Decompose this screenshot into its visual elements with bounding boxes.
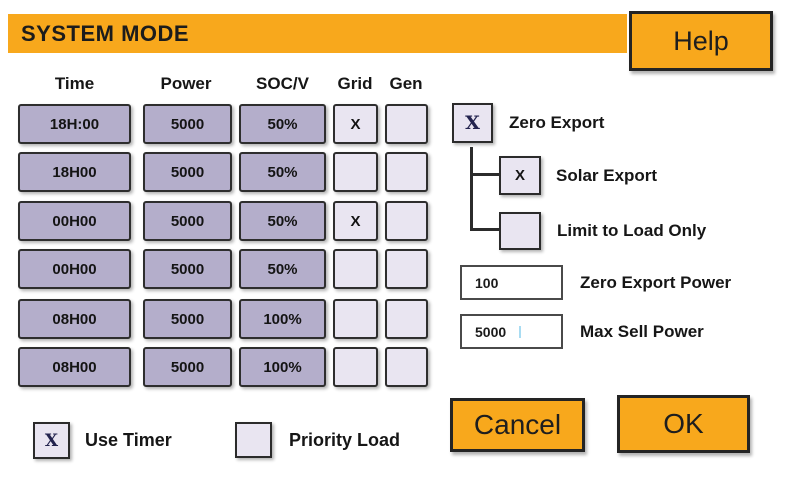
max-sell-power-label: Max Sell Power	[580, 322, 704, 341]
table-row: 18H00 5000 50%	[0, 152, 789, 192]
solar-export-checkbox[interactable]: X	[499, 156, 541, 195]
column-header-soc: SOC/V	[256, 74, 309, 93]
column-header-power: Power	[160, 74, 212, 93]
grid-checkbox[interactable]	[333, 249, 378, 289]
page-title: SYSTEM MODE	[21, 21, 190, 46]
soc-cell[interactable]: 50%	[239, 201, 326, 241]
ok-button[interactable]: OK	[617, 395, 750, 453]
grid-checkbox[interactable]	[333, 299, 378, 339]
table-row: 18H:00 5000 50% X	[0, 104, 789, 144]
gen-checkbox[interactable]	[385, 152, 428, 192]
tree-connector-vertical	[470, 147, 473, 231]
time-cell[interactable]: 08H00	[18, 299, 131, 339]
table-row: 08H00 5000 100%	[0, 299, 789, 339]
solar-export-label: Solar Export	[556, 166, 658, 185]
gen-checkbox[interactable]	[385, 299, 428, 339]
max-sell-power-value: 5000	[475, 323, 507, 340]
max-sell-power-input[interactable]: 5000	[460, 314, 563, 349]
power-cell[interactable]: 5000	[143, 249, 232, 289]
zero-export-power-label: Zero Export Power	[580, 273, 732, 292]
text-cursor	[519, 325, 522, 338]
table-row: 00H00 5000 50% X	[0, 201, 789, 241]
column-header-gen: Gen	[389, 74, 423, 93]
soc-cell[interactable]: 50%	[239, 152, 326, 192]
cancel-button[interactable]: Cancel	[450, 398, 585, 452]
table-row: 08H00 5000 100%	[0, 347, 789, 387]
zero-export-checkbox[interactable]: X	[452, 103, 493, 143]
zero-export-label: Zero Export	[509, 113, 605, 132]
use-timer-checkbox[interactable]: X	[33, 422, 70, 459]
table-row: 00H00 5000 50%	[0, 249, 789, 289]
gen-checkbox[interactable]	[385, 201, 428, 241]
time-cell[interactable]: 00H00	[18, 201, 131, 241]
title-bar: SYSTEM MODE	[8, 14, 627, 53]
soc-cell[interactable]: 50%	[239, 104, 326, 144]
time-cell[interactable]: 00H00	[18, 249, 131, 289]
limit-to-load-label: Limit to Load Only	[557, 221, 707, 240]
time-cell[interactable]: 08H00	[18, 347, 131, 387]
column-header-grid: Grid	[337, 74, 373, 93]
gen-checkbox[interactable]	[385, 104, 428, 144]
time-cell[interactable]: 18H:00	[18, 104, 131, 144]
soc-cell[interactable]: 100%	[239, 347, 326, 387]
grid-checkbox[interactable]	[333, 152, 378, 192]
column-header-time: Time	[54, 74, 95, 93]
power-cell[interactable]: 5000	[143, 347, 232, 387]
time-cell[interactable]: 18H00	[18, 152, 131, 192]
power-cell[interactable]: 5000	[143, 299, 232, 339]
tree-connector-branch-solar	[470, 173, 499, 176]
power-cell[interactable]: 5000	[143, 104, 232, 144]
power-cell[interactable]: 5000	[143, 152, 232, 192]
gen-checkbox[interactable]	[385, 249, 428, 289]
soc-cell[interactable]: 100%	[239, 299, 326, 339]
help-button[interactable]: Help	[629, 11, 773, 71]
use-timer-label: Use Timer	[85, 430, 172, 450]
grid-checkbox[interactable]: X	[333, 104, 378, 144]
grid-checkbox[interactable]	[333, 347, 378, 387]
zero-export-power-value: 100	[475, 274, 499, 291]
priority-load-checkbox[interactable]	[235, 422, 272, 458]
limit-to-load-checkbox[interactable]	[499, 212, 541, 250]
soc-cell[interactable]: 50%	[239, 249, 326, 289]
grid-checkbox[interactable]: X	[333, 201, 378, 241]
power-cell[interactable]: 5000	[143, 201, 232, 241]
zero-export-power-input[interactable]: 100	[460, 265, 563, 300]
gen-checkbox[interactable]	[385, 347, 428, 387]
priority-load-label: Priority Load	[289, 430, 401, 450]
tree-connector-branch-limit	[470, 228, 499, 231]
